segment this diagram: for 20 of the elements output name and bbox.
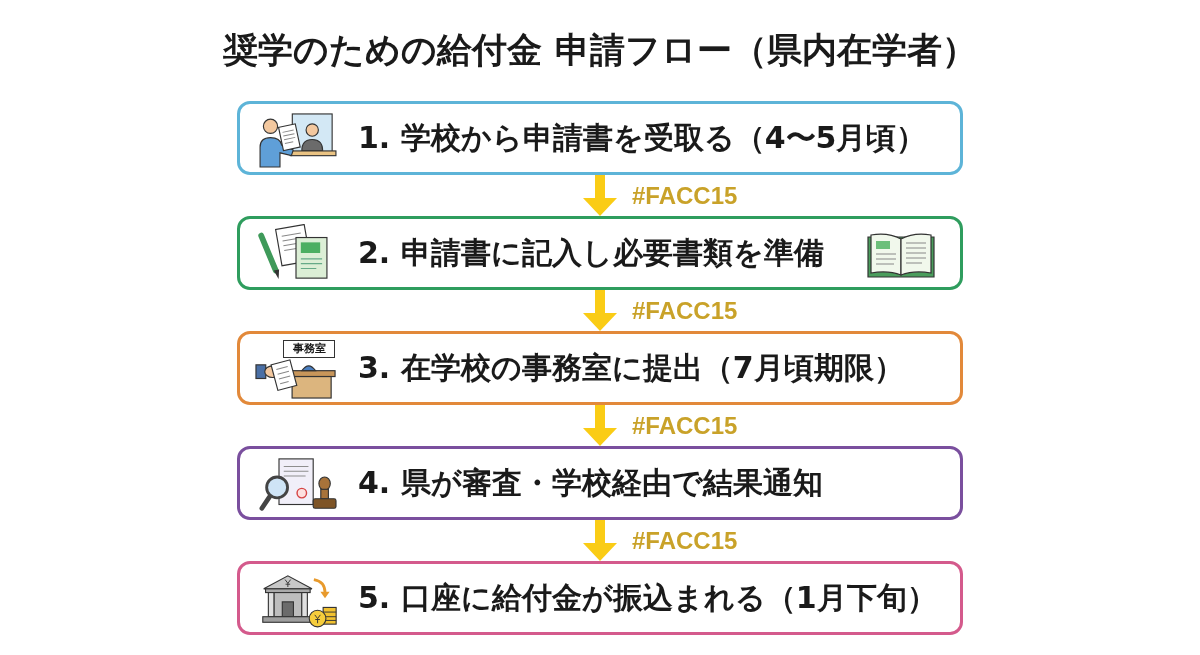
step-box bbox=[237, 101, 963, 175]
edge-label: #FACC15 bbox=[632, 526, 738, 555]
step-box bbox=[237, 446, 963, 520]
step-box bbox=[237, 216, 963, 290]
edge-label: #FACC15 bbox=[632, 296, 738, 325]
arrow bbox=[583, 175, 617, 216]
step-label: 3. 在学校の事務室に提出（7月頃期限） bbox=[358, 349, 904, 387]
edge-label: #FACC15 bbox=[632, 411, 738, 440]
step-label: 5. 口座に給付金が振込まれる（1月下旬） bbox=[358, 579, 937, 617]
arrow bbox=[583, 405, 617, 446]
sign: 事務室 bbox=[283, 340, 335, 358]
arrow bbox=[583, 520, 617, 561]
step-box bbox=[237, 561, 963, 635]
step-label: 2. 申請書に記入し必要書類を準備 bbox=[358, 234, 824, 272]
arrow bbox=[583, 290, 617, 331]
edge-label: #FACC15 bbox=[632, 181, 738, 210]
title: 奨学のための給付金 申請フロー（県内在学者） bbox=[222, 29, 978, 72]
step-box bbox=[237, 331, 963, 405]
step-label: 1. 学校から申請書を受取る（4〜5月頃） bbox=[358, 119, 927, 157]
step-label: 4. 県が審査・学校経由で結果通知 bbox=[358, 464, 823, 502]
